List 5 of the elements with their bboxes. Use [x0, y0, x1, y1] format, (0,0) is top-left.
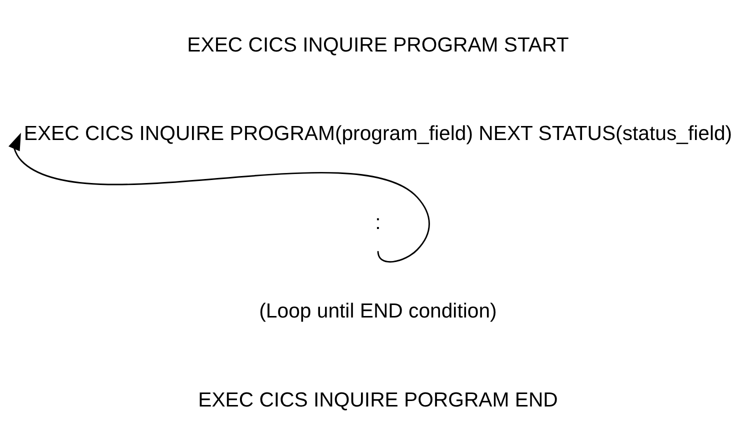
label: (Loop until END condition) [259, 300, 497, 323]
node-text: : [375, 212, 381, 234]
node-text: EXEC CICS INQUIRE PROGRAM(program_field) NEXT STATUS(status_field) [24, 123, 732, 146]
label: EXEC CICS INQUIRE PROGRAM START [187, 34, 569, 56]
label: EXEC CICS INQUIRE PORGRAM END [198, 389, 558, 412]
